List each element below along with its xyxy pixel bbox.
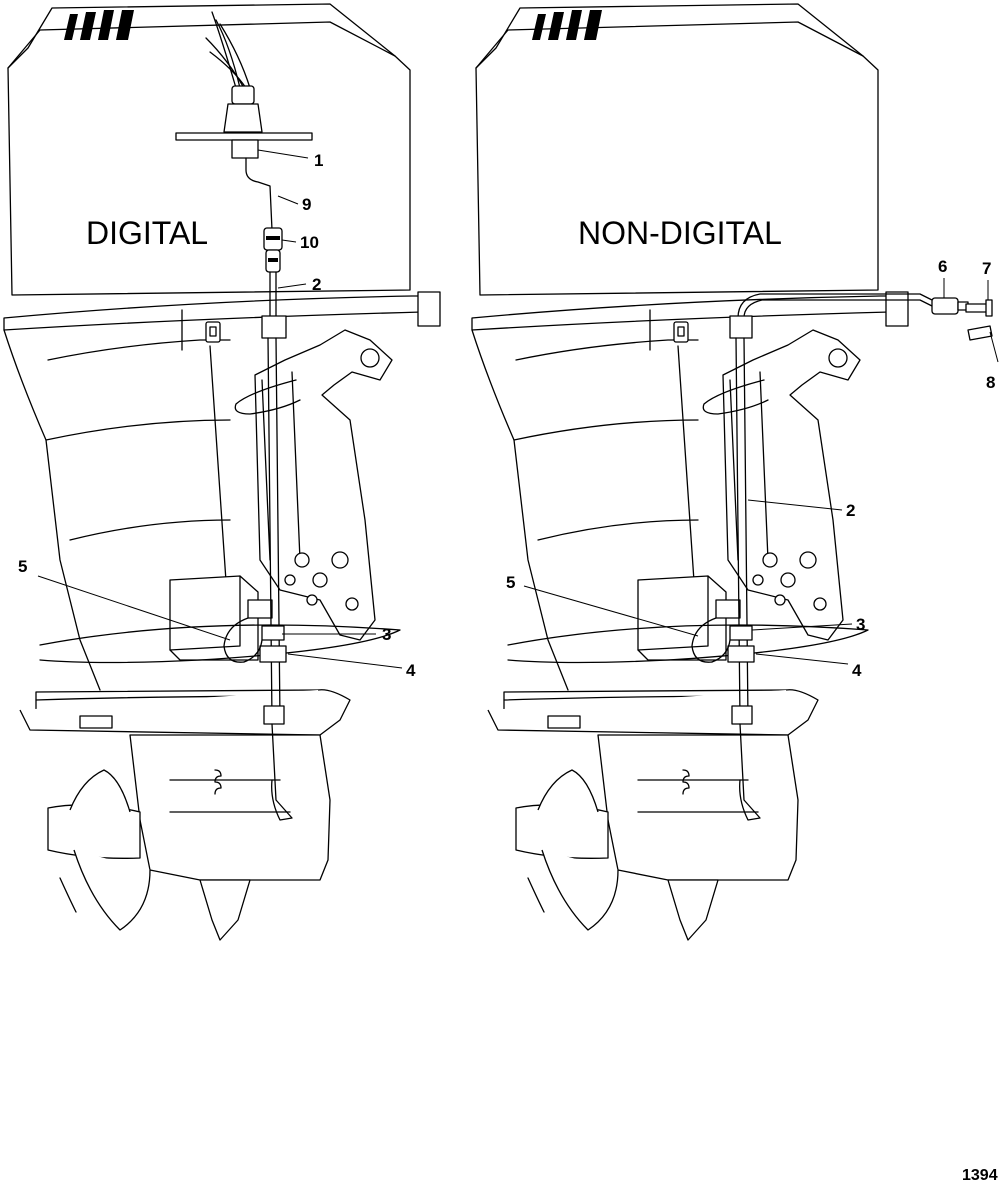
callout-5: 5 — [18, 557, 27, 576]
callout-7: 7 — [982, 259, 991, 278]
digital-callouts: 1 9 10 2 5 3 4 — [18, 149, 416, 680]
callout-3: 3 — [382, 625, 391, 644]
callout-10: 10 — [300, 233, 319, 252]
callout-1: 1 — [314, 151, 323, 170]
non-digital-title: NON-DIGITAL — [578, 215, 782, 251]
callout-3: 3 — [856, 615, 865, 634]
callout-4: 4 — [406, 661, 416, 680]
callout-4: 4 — [852, 661, 862, 680]
callout-6: 6 — [938, 257, 947, 276]
callout-2: 2 — [846, 501, 855, 520]
non-digital-cable — [691, 293, 999, 821]
digital-title: DIGITAL — [86, 215, 208, 251]
non-digital-engine-illustration: NON-DIGITAL 6 7 8 2 5 3 4 — [471, 3, 999, 941]
callout-8: 8 — [986, 373, 995, 392]
digital-harness — [175, 11, 313, 821]
callout-9: 9 — [302, 195, 311, 214]
digital-engine-illustration: DIGITAL 1 9 10 2 5 3 4 — [3, 3, 441, 941]
callout-2: 2 — [312, 275, 321, 294]
callout-5: 5 — [506, 573, 515, 592]
figure-number: 1394 — [962, 1167, 998, 1184]
non-digital-callouts: 6 7 8 2 5 3 4 — [506, 257, 995, 680]
